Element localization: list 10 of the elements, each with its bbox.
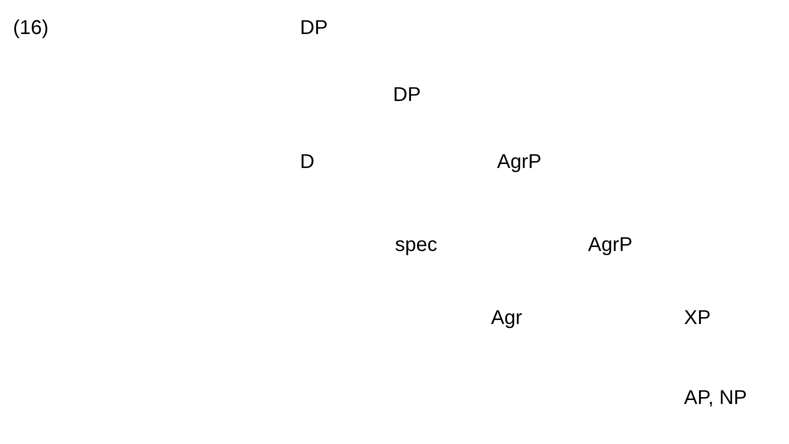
tree-node-label: spec [395,233,438,257]
tree-node-label: AgrP [588,233,632,257]
tree-node-label: AgrP [497,150,542,174]
tree-node-label: DP [393,83,421,107]
tree-node-label: DP [300,16,328,40]
tree-node-label: D [300,150,314,174]
tree-node-label: AP, NP [684,386,747,410]
tree-node-label: XP [684,306,711,330]
tree-node-label: Agr [491,306,522,330]
example-number: (16) [13,16,49,40]
